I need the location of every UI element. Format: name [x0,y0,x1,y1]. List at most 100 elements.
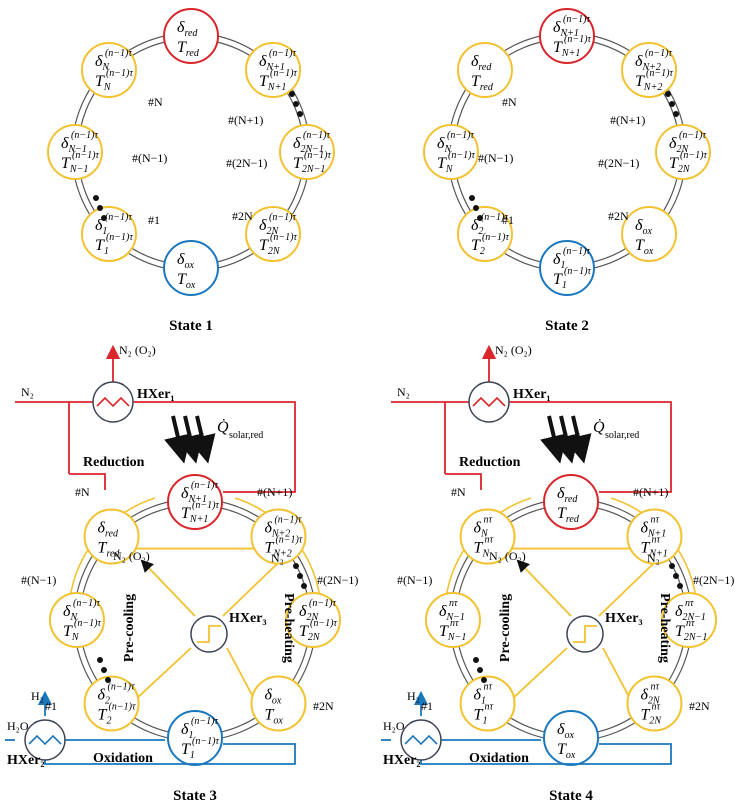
delta-superscript: (n−1)τ [105,212,132,223]
delta-superscript: nτ [650,515,659,526]
delta-symbol: δN+1 [259,53,285,73]
delta-superscript: (n−1)τ [563,246,590,257]
state3-hxer3-label: HXer₃ [229,611,267,626]
dot [669,563,675,569]
node-circle [250,508,307,565]
delta-symbol: δ2N [669,135,689,155]
delta-superscript: (n−1)τ [309,598,336,609]
temperature-symbol: TN+2 [635,73,662,93]
temperature-symbol: TN+1 [181,505,208,525]
state3-dots-left [97,657,111,683]
temperature-superscript: (n−1)τ [192,736,219,747]
state4-pl-2N: #2N [689,699,710,713]
node-circle [456,206,513,263]
delta-superscript: nτ [484,515,493,526]
state4-hxer2-label: HXer₂ [383,753,421,768]
state4-hxer2-zigzag [404,734,438,746]
delta-superscript: (n−1)τ [269,48,296,59]
temperature-symbol: TN+1 [259,73,286,93]
node-circle [626,675,683,732]
node-circle [285,592,341,648]
temperature-superscript: (n−1)τ [275,535,302,546]
state4-dots-right [669,563,683,589]
state3-hxer1-icon [92,381,134,423]
dot [673,573,679,579]
delta-symbol: δ1 [181,721,193,741]
temperature-symbol: TN+2 [264,540,291,560]
state4-hxer3-label: HXer₃ [605,611,643,626]
node-circle [621,206,678,263]
dot [677,583,683,589]
delta-symbol: δN [95,53,110,73]
node-circle [83,508,140,565]
state3-hx3-n2o2-label: N₂ (O₂) [113,549,150,563]
state4-pl-1: #1 [421,699,433,713]
delta-symbol: δ1 [95,217,107,237]
dot [301,583,307,589]
state4-h2-label: H₂ [407,689,420,703]
position-label-2N-minus-1: #(2N−1) [226,156,267,170]
delta-symbol: δ2 [471,217,483,237]
temperature-superscript: (n−1)τ [74,618,101,629]
node-circle [459,675,516,732]
temperature-superscript: (n−1)τ [564,266,591,277]
temperature-superscript: nτ [651,535,660,546]
node-circle [425,592,481,648]
dot [477,215,483,221]
delta-superscript: (n−1)τ [481,212,508,223]
delta-symbol: δ1 [474,686,486,706]
state3-hx1-n2-label: N₂ [21,385,34,399]
state3-hxer1-label: HXer₁ [137,387,175,402]
delta-symbol: δox [264,686,281,706]
delta-symbol: δN−1 [439,603,465,623]
ellipsis-dots [289,91,303,117]
temperature-superscript: nτ [651,701,660,712]
delta-symbol: δox [635,217,652,237]
ellipsis-dots [665,91,679,117]
state3-node-0: δN+1(n−1)τTN+1(n−1)τ [167,474,223,530]
temperature-superscript: (n−1)τ [304,150,331,161]
temperature-symbol: T2N [640,706,662,726]
delta-superscript: nτ [484,681,493,692]
delta-superscript: nτ [685,598,694,609]
state3-h2-label: H₂ [31,689,44,703]
temperature-symbol: T2N [259,237,281,257]
temperature-superscript: (n−1)τ [310,618,337,629]
state3-n2-in [222,563,278,617]
delta-symbol: δ1 [553,251,565,271]
node-circle [167,474,223,530]
state4-n2-in [598,563,654,617]
delta-symbol: δN+1 [553,19,579,39]
state1-node-6: δN−1(n−1)τTN−1(n−1)τ [47,124,103,180]
delta-symbol: δ2N−1 [675,603,706,623]
state4-hx1-n2o2-label: N₂ (O₂) [495,343,532,357]
ellipsis-dots [469,195,483,221]
delta-symbol: δN [63,603,78,623]
state4-pl-N1: #(N+1) [633,485,668,499]
dot [477,667,483,673]
delta-symbol: δred [177,19,198,39]
position-label-N: #N [148,95,163,109]
state3-link-left [134,647,192,701]
temperature-superscript: (n−1)τ [270,232,297,243]
state4-solar-arrow-1 [552,415,580,464]
dot [97,657,103,663]
state3-solar-arrow-2 [188,415,216,464]
delta-superscript: (n−1)τ [274,515,301,526]
temperature-symbol: T1 [95,237,109,257]
delta-superscript: (n−1)τ [563,14,590,25]
node-circle [459,508,516,565]
delta-superscript: (n−1)τ [191,716,218,727]
delta-symbol: δN [474,520,489,540]
node-circle [539,240,595,296]
temperature-symbol: TN+1 [553,39,580,59]
state3-link-right [226,647,256,700]
temperature-superscript: (n−1)τ [106,68,133,79]
